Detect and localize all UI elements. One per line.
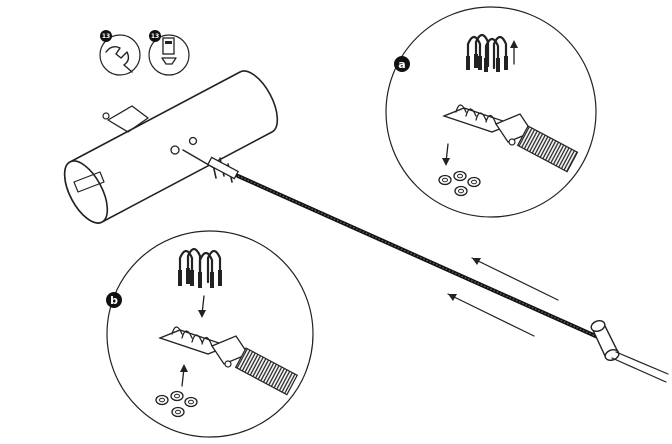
step-a-label: a [398, 58, 405, 71]
detail-b-circle [106, 230, 314, 438]
u-bolts [466, 33, 508, 72]
cable-coil [516, 125, 579, 173]
wrench-tool-circle [99, 34, 141, 76]
arrow-left-icon [471, 257, 559, 301]
detail-a-circle [385, 6, 597, 218]
wrench-size-label: 13 [102, 33, 110, 40]
detail-b: b [106, 230, 314, 438]
hex-nuts [155, 390, 198, 418]
direction-arrows [447, 257, 559, 337]
nut-icon [161, 57, 177, 65]
cable-coil [234, 347, 299, 396]
mounting-bracket [107, 105, 149, 133]
socket-icon [162, 37, 175, 55]
socket-size-label: 13 [151, 33, 159, 40]
step-a-badge [394, 56, 410, 72]
socket-tool: 13 [148, 30, 190, 76]
mast-tube [63, 70, 279, 224]
tube-end-slot [73, 171, 105, 193]
coax-cable [236, 174, 669, 383]
detail-a: a [385, 6, 597, 218]
step-b-label: b [110, 294, 118, 307]
hex-nuts [438, 170, 481, 197]
socket-size-badge [149, 30, 161, 42]
mount-hole [170, 145, 180, 155]
tube-end [63, 160, 109, 224]
mount-hole [188, 136, 198, 146]
cable-clamp [182, 149, 240, 183]
step-b-badge [106, 292, 122, 308]
wrench-icon [105, 45, 133, 73]
ferrite-core [590, 320, 620, 361]
u-bolts [178, 247, 222, 288]
arrow-left-icon [447, 293, 535, 337]
wrench-tool: 13 [99, 30, 141, 76]
wrench-size-badge [100, 30, 112, 42]
socket-tool-circle [148, 34, 190, 76]
